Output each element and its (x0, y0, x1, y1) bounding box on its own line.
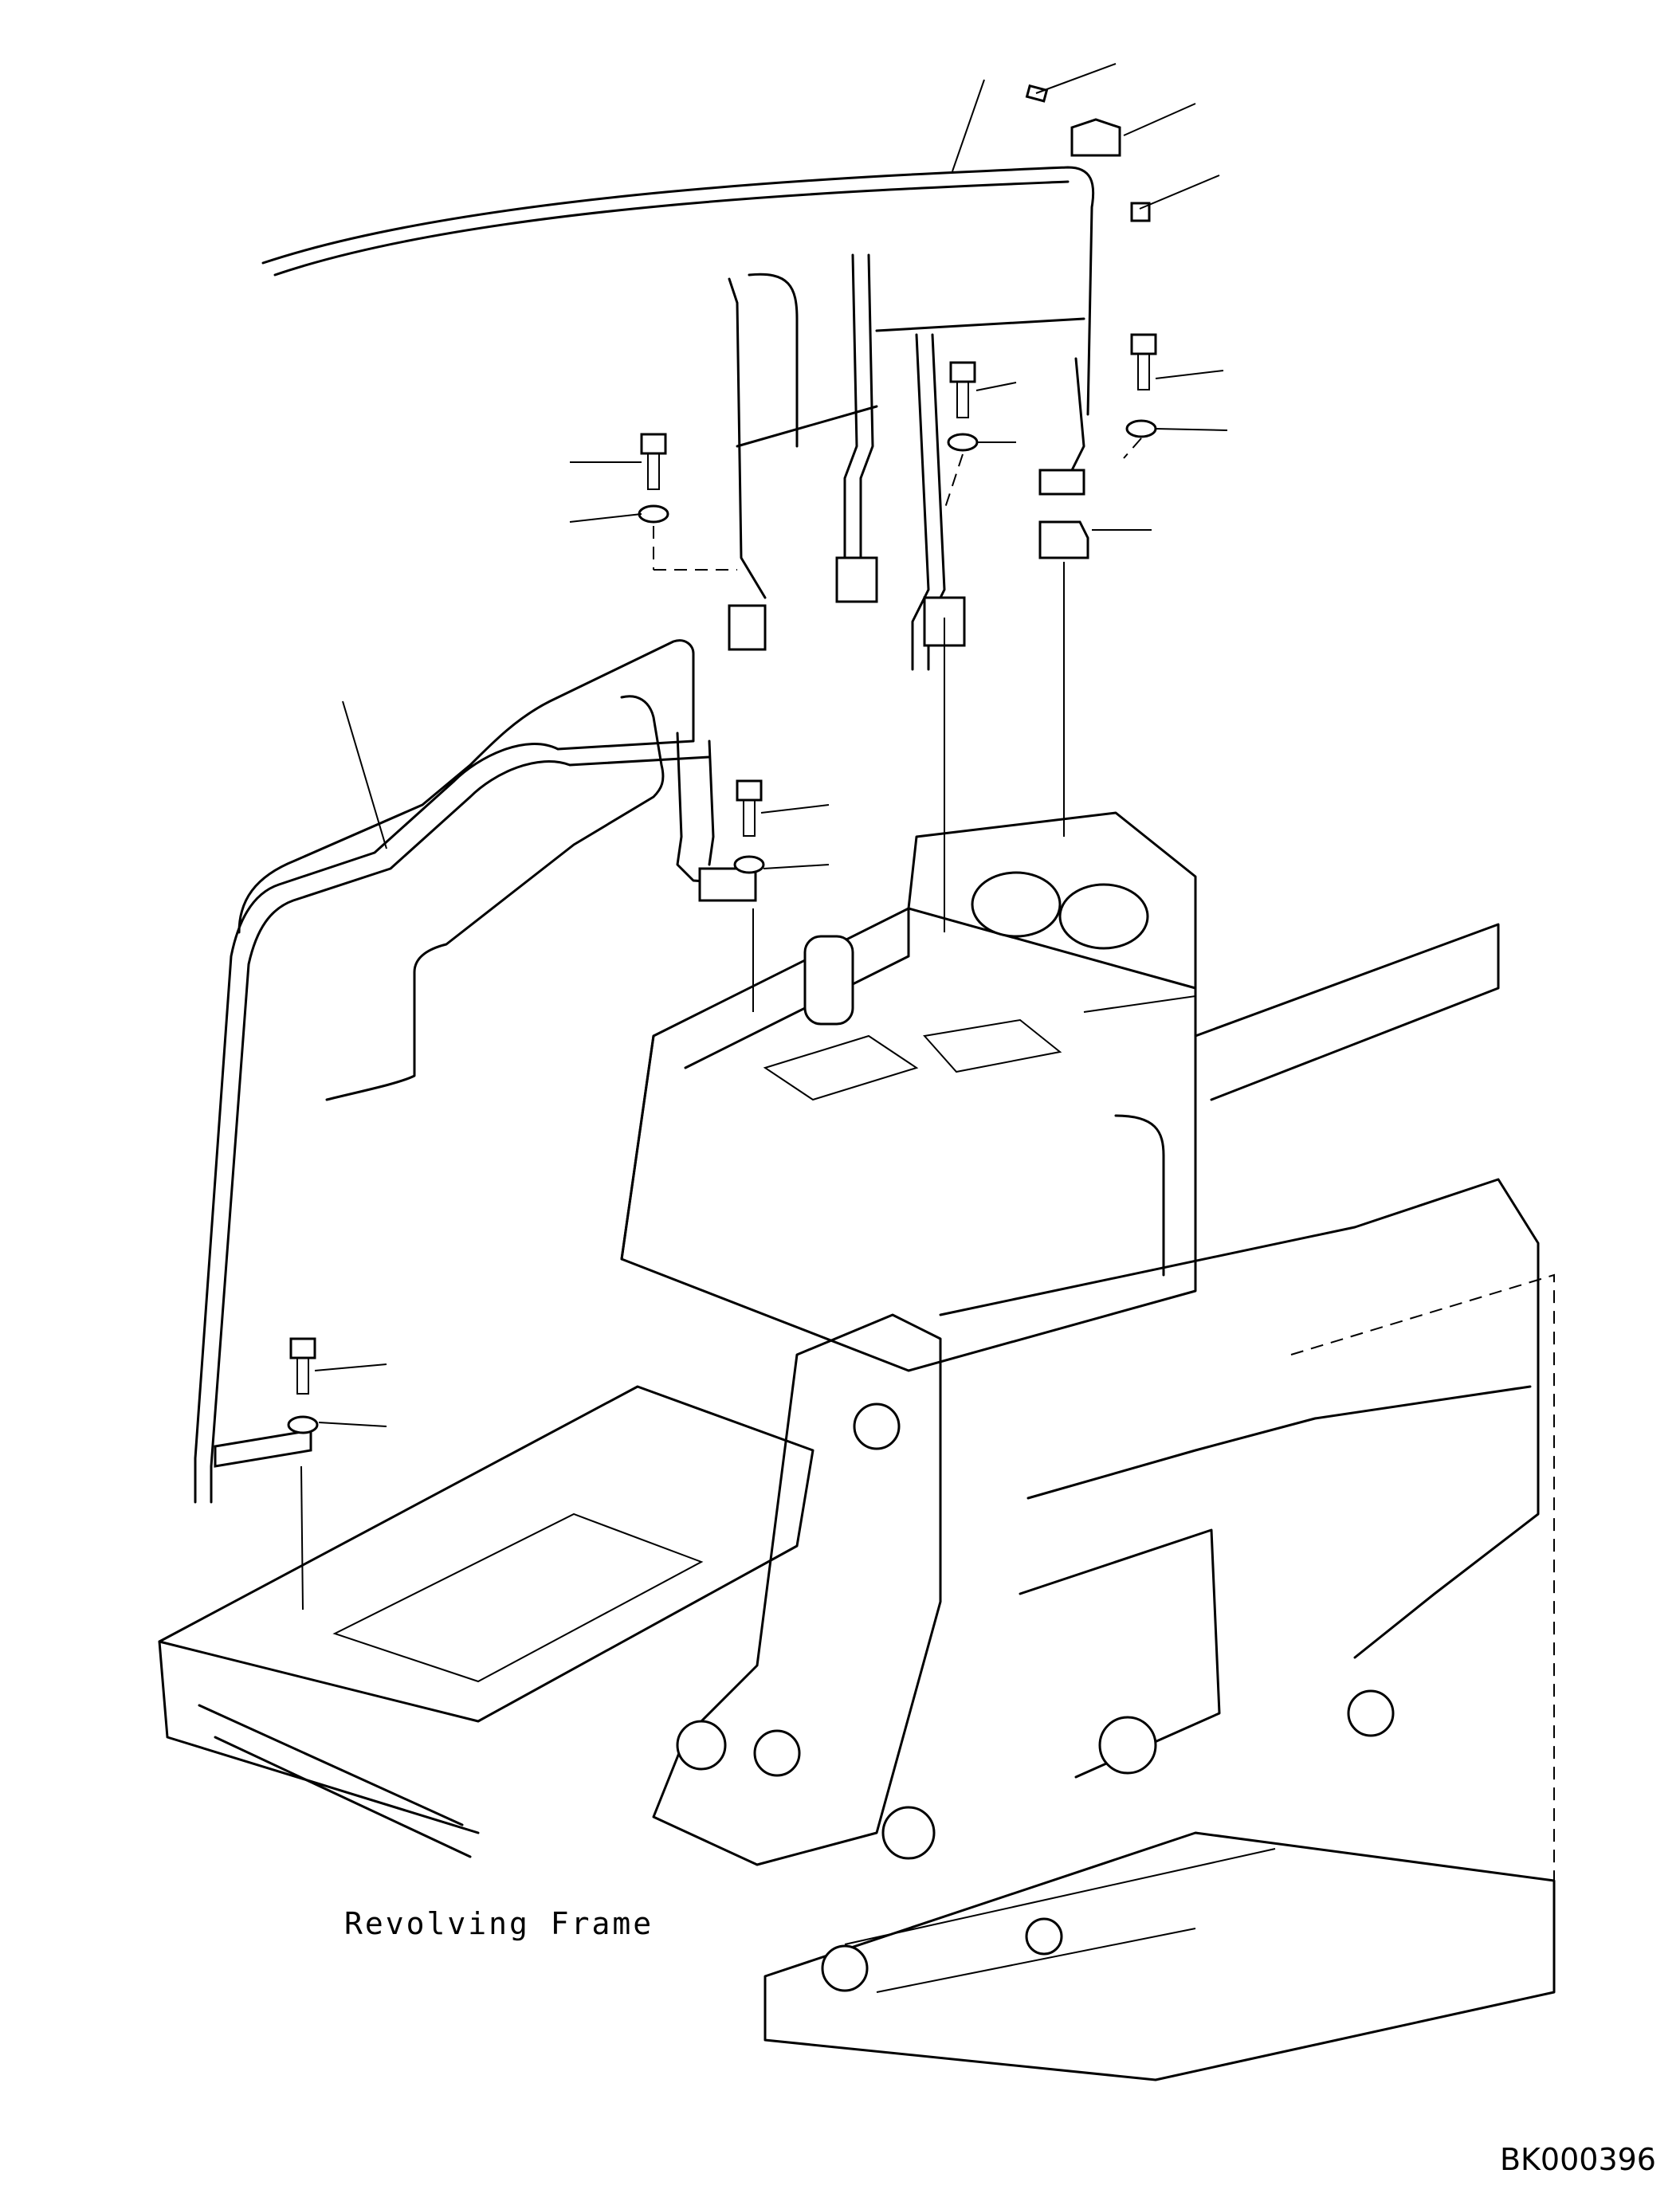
washer-icon (947, 433, 979, 452)
revolving-frame (158, 811, 1556, 2081)
pin-boss (676, 1720, 727, 1771)
filler-port (971, 871, 1062, 938)
upper-handrail (261, 118, 1121, 671)
washer-icon (287, 1415, 319, 1434)
washer-icon (733, 855, 765, 874)
bolt-icon (640, 433, 667, 455)
pipe-end-clamp (1070, 118, 1121, 157)
drawing-id: BK000396 (1499, 2142, 1656, 2177)
pin-boss (1347, 1689, 1395, 1737)
pin-boss (1025, 1917, 1063, 1956)
bolt-icon (289, 1337, 316, 1359)
frame-label: Revolving Frame (344, 1906, 654, 1941)
pin-boss (821, 1944, 869, 1992)
bolt-icon (949, 361, 976, 383)
bolt-icon (1130, 202, 1151, 222)
washer-icon (1125, 419, 1157, 438)
bolt-icon (736, 779, 763, 802)
filler-neck (803, 935, 854, 1026)
mount-bracket-a (728, 604, 767, 651)
pin-boss (1098, 1716, 1157, 1775)
filler-port (1058, 883, 1149, 950)
mount-bracket-b (835, 556, 878, 603)
pin-boss (753, 1729, 801, 1777)
mount-bracket-d (1038, 469, 1085, 496)
bolt-icon (1130, 333, 1157, 355)
pin-boss (853, 1403, 901, 1450)
left-handrail (194, 639, 830, 1610)
pin-boss (881, 1806, 936, 1860)
upper-fasteners (638, 84, 1157, 524)
clamp-block (1038, 520, 1089, 559)
upper-leaders (569, 63, 1228, 932)
rail-foot-bracket (214, 1429, 312, 1468)
washer-icon (638, 504, 669, 524)
